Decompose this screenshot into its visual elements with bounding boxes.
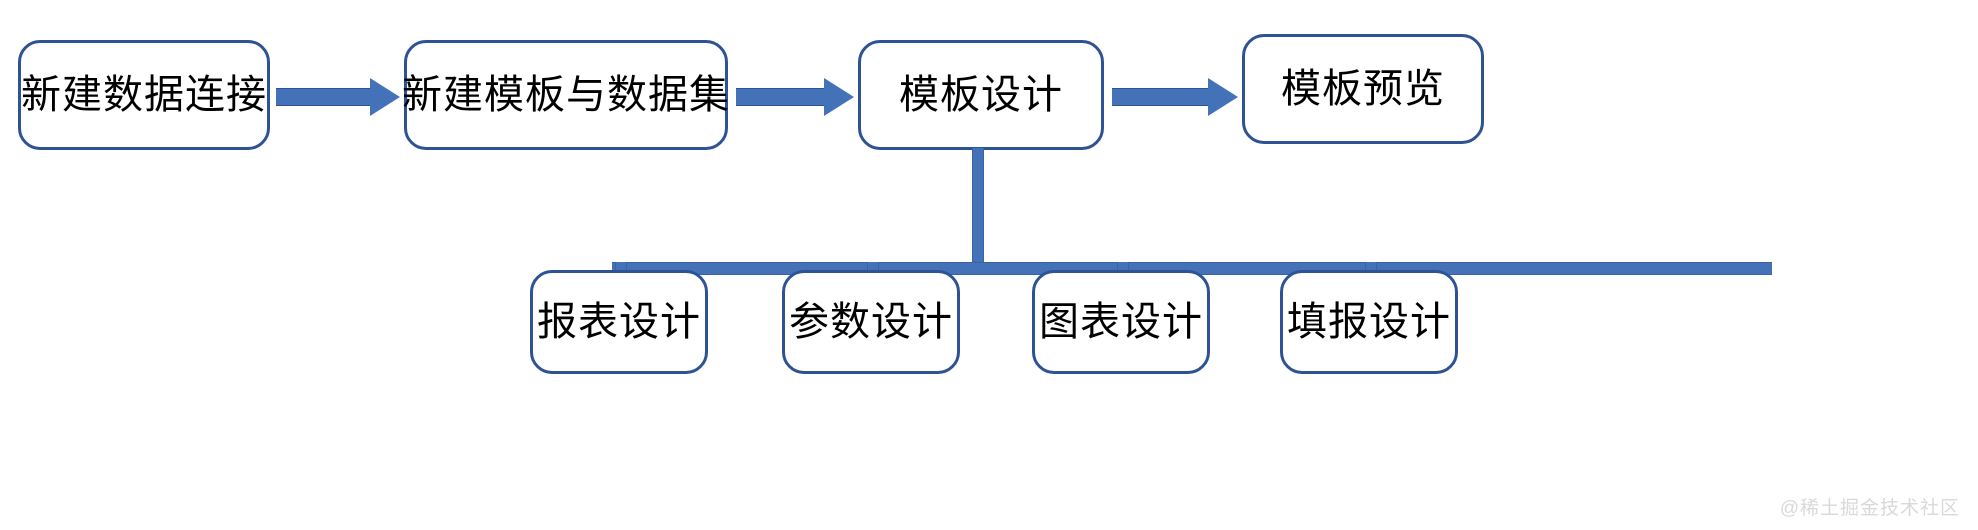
arrow-right-icon — [1112, 78, 1238, 116]
flow-node-label: 填报设计 — [1287, 300, 1451, 344]
flow-node-template-design[interactable]: 模板设计 — [858, 40, 1104, 150]
flow-node-label: 新建数据连接 — [21, 73, 267, 117]
flow-node-parameter-design[interactable]: 参数设计 — [782, 270, 960, 374]
arrow-shaft — [1112, 88, 1208, 106]
flow-node-label: 新建模板与数据集 — [402, 73, 730, 117]
flow-node-label: 报表设计 — [537, 300, 701, 344]
arrow-right-icon — [276, 78, 400, 116]
flow-node-new-template-dataset[interactable]: 新建模板与数据集 — [402, 40, 730, 150]
arrow-right-icon — [736, 78, 854, 116]
flow-node-label: 模板预览 — [1281, 67, 1445, 111]
flow-node-report-design[interactable]: 报表设计 — [530, 270, 708, 374]
flow-node-label: 图表设计 — [1039, 300, 1203, 344]
flow-node-label: 参数设计 — [789, 300, 953, 344]
watermark: @稀土掘金技术社区 — [1779, 498, 1960, 519]
flow-node-template-preview[interactable]: 模板预览 — [1242, 34, 1484, 144]
arrow-shaft — [276, 88, 370, 106]
arrow-shaft — [736, 88, 824, 106]
arrow-head — [824, 78, 854, 116]
arrow-head — [1208, 78, 1238, 116]
flow-node-label: 模板设计 — [899, 73, 1063, 117]
arrow-head — [370, 78, 400, 116]
flow-node-fill-in-design[interactable]: 填报设计 — [1280, 270, 1458, 374]
flow-node-new-data-connection[interactable]: 新建数据连接 — [18, 40, 270, 150]
flow-node-chart-design[interactable]: 图表设计 — [1032, 270, 1210, 374]
connector-vertical-stem — [972, 148, 984, 268]
